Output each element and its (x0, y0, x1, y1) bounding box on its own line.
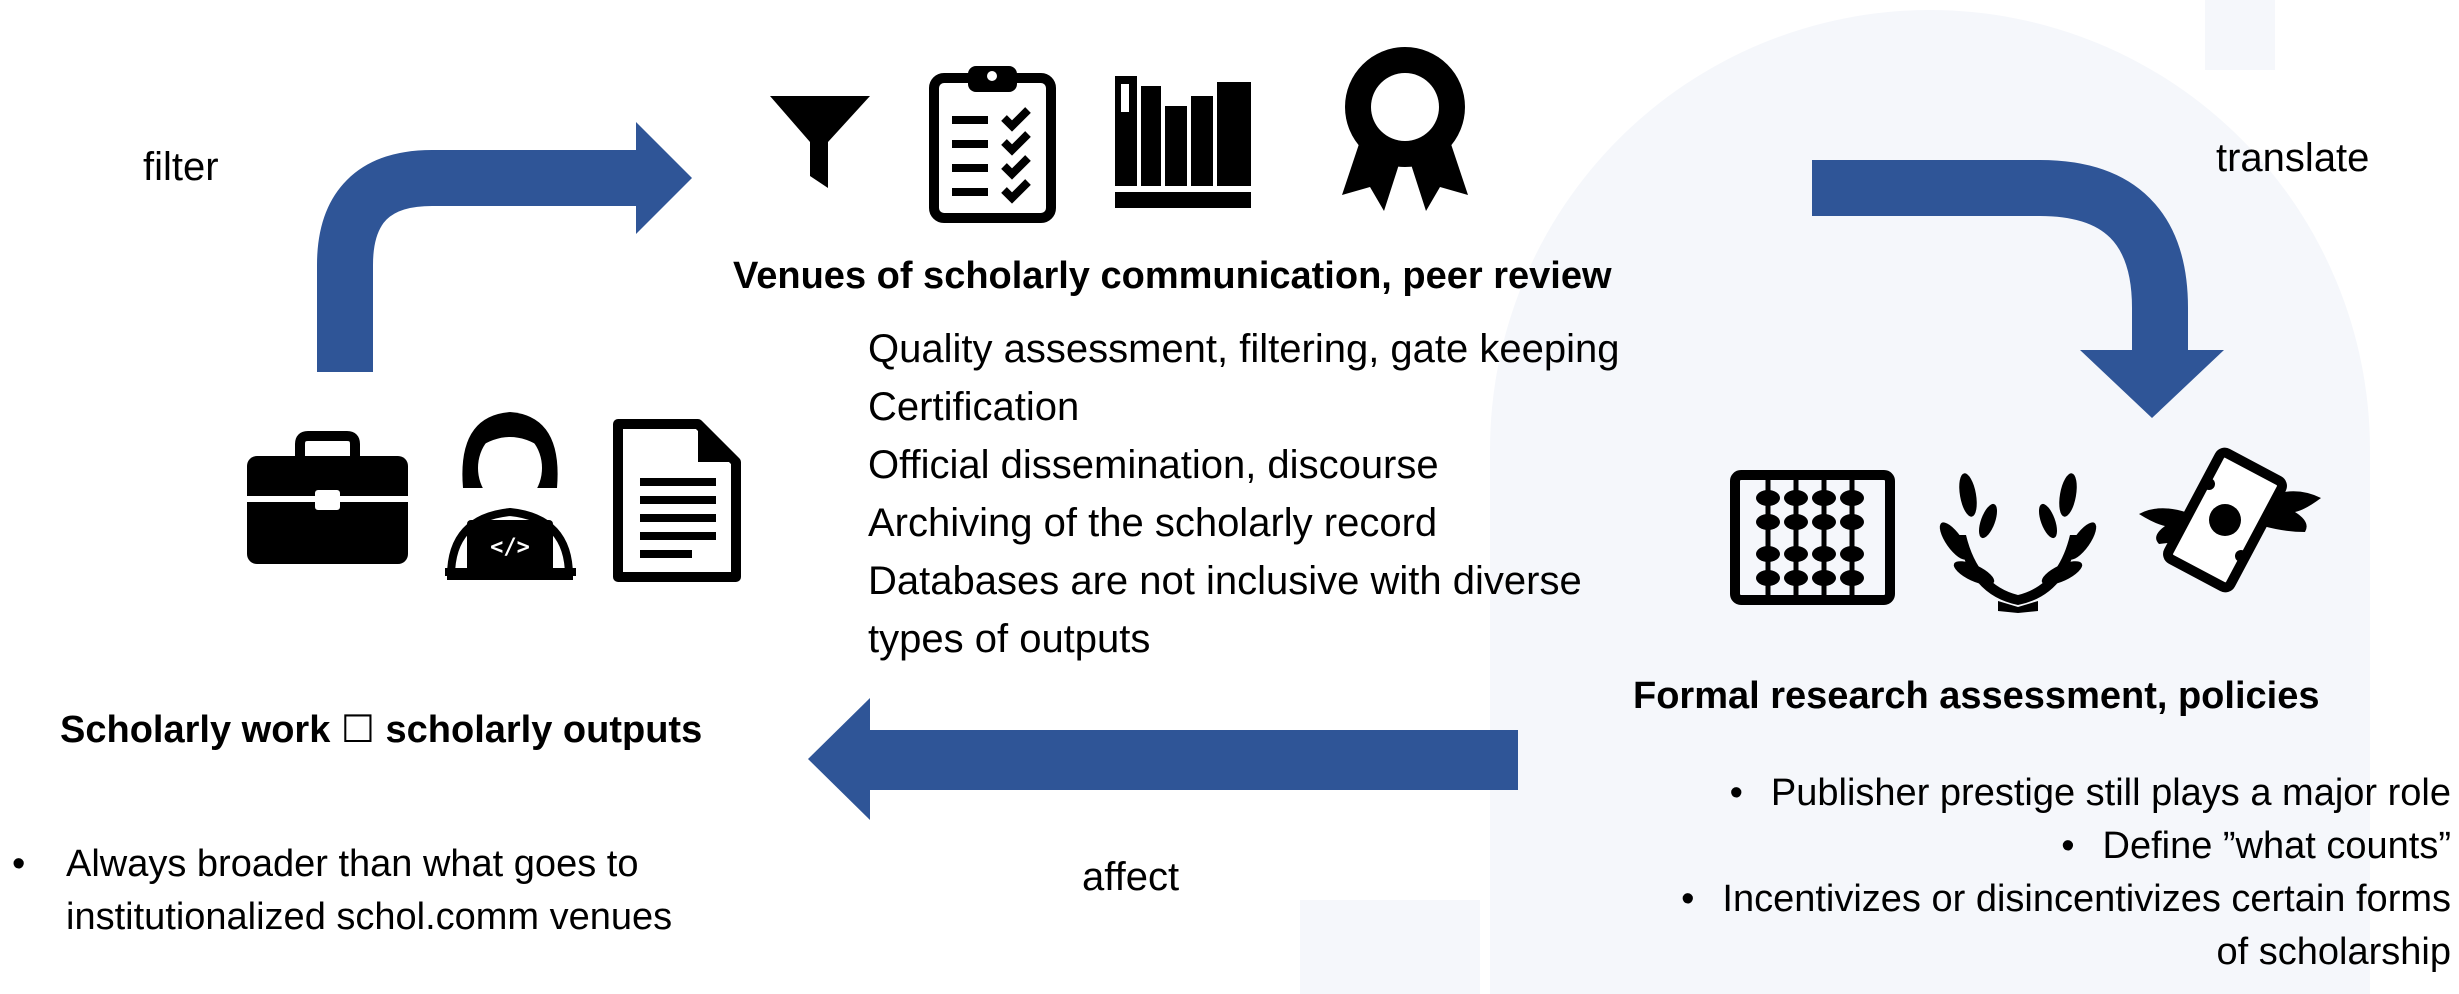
funnel-icon (770, 96, 870, 188)
bullet-dot: • (2061, 825, 2075, 867)
background-shape-block (1300, 900, 1480, 994)
filter-label: filter (143, 145, 219, 189)
list-item: • Define ”what counts” (1681, 820, 2451, 873)
laurel-wreath-icon (1939, 473, 2097, 613)
venues-item-4: Databases are not inclusive with diverse (868, 559, 1582, 603)
assessment-title: Formal research assessment, policies (1633, 675, 2320, 717)
bullet-dot: • (1729, 772, 1743, 814)
list-item: Always broader than what goes to institu… (12, 838, 672, 944)
scholarly-bullet-line: institutionalized schol.comm venues (66, 896, 673, 938)
translate-label: translate (2216, 136, 2370, 180)
bullet-dot: • (1681, 878, 1695, 920)
assessment-bullet-1: Define ”what counts” (2102, 825, 2452, 867)
abacus-icon (1730, 470, 1895, 605)
assessment-bullet-0: Publisher prestige still plays a major r… (1770, 772, 2451, 814)
list-item: of scholarship (1681, 926, 2451, 979)
list-item: • Publisher prestige still plays a major … (1681, 767, 2451, 820)
flying-money-icon (2139, 447, 2321, 593)
background-shape-small (2205, 0, 2275, 70)
venues-item-5: types of outputs (868, 617, 1151, 661)
svg-text:</>: </> (490, 535, 530, 560)
scholarly-title: Scholarly work ☐ scholarly outputs (60, 709, 703, 751)
venues-title: Venues of scholarly communication, peer … (733, 255, 1612, 297)
researcher-laptop-icon: </> (445, 412, 576, 580)
venues-item-3: Archiving of the scholarly record (868, 501, 1438, 545)
bookshelf-icon (1115, 76, 1251, 208)
scholarly-bullets: Always broader than what goes to institu… (12, 838, 672, 944)
briefcase-icon (247, 431, 408, 564)
document-icon (613, 419, 741, 582)
list-item: • Incentivizes or disincentivizes certain… (1681, 873, 2451, 926)
award-ribbon-icon (1342, 47, 1468, 211)
checklist-clipboard-icon (929, 66, 1056, 223)
assessment-bullet-2: Incentivizes or disincentivizes certain … (1722, 878, 2451, 920)
venues-item-1: Certification (868, 385, 1080, 429)
affect-label: affect (1082, 855, 1180, 899)
assessment-bullets: • Publisher prestige still plays a major … (1681, 767, 2451, 979)
venues-item-2: Official dissemination, discourse (868, 443, 1439, 487)
assessment-bullet-2-continued: of scholarship (2216, 931, 2451, 973)
venues-item-0: Quality assessment, filtering, gate keep… (868, 327, 1620, 371)
scholarly-bullet-line: Always broader than what goes to (66, 843, 639, 885)
